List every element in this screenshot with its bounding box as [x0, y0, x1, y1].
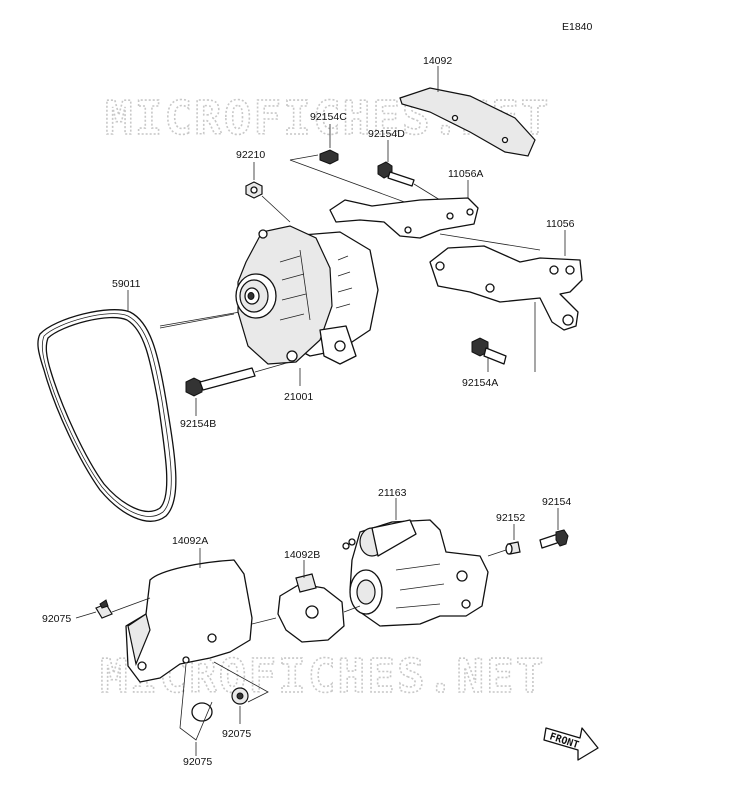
bolt-92154b[interactable]: [185, 361, 291, 416]
bolt-92154a[interactable]: [471, 302, 536, 372]
bolt-92154[interactable]: [539, 508, 569, 549]
cover-14092a[interactable]: [125, 548, 277, 683]
label-11056a[interactable]: 11056A: [448, 168, 483, 180]
grommet-92075-bottom[interactable]: [179, 663, 213, 756]
nut-92210[interactable]: [245, 162, 291, 223]
label-92210[interactable]: 92210: [236, 149, 265, 161]
label-21001[interactable]: 21001: [284, 391, 313, 403]
label-14092a[interactable]: 14092A: [172, 535, 208, 547]
label-92154[interactable]: 92154: [542, 496, 571, 508]
label-14092b[interactable]: 14092B: [284, 549, 320, 561]
label-92154a[interactable]: 92154A: [462, 377, 498, 389]
label-92154d[interactable]: 92154D: [368, 128, 405, 140]
label-59011[interactable]: 59011: [112, 278, 141, 290]
diagram-code: E1840: [562, 21, 593, 33]
grommet-92075-right[interactable]: [213, 661, 269, 724]
label-92152[interactable]: 92152: [496, 512, 525, 524]
starter-21163[interactable]: [342, 498, 489, 627]
label-14092[interactable]: 14092: [423, 55, 452, 67]
bushing-92152[interactable]: [487, 524, 521, 557]
clip-92075-left[interactable]: [75, 597, 151, 619]
belt-59011[interactable]: [37, 290, 241, 522]
bolt-92154d[interactable]: [377, 140, 441, 201]
label-92075-right[interactable]: 92075: [222, 728, 251, 740]
cover-14092[interactable]: [399, 66, 536, 157]
label-92154b[interactable]: 92154B: [180, 418, 216, 430]
bracket-11056a[interactable]: [329, 180, 479, 239]
bracket-11056[interactable]: [429, 230, 583, 331]
label-92075-bottom[interactable]: 92075: [183, 756, 212, 768]
label-92075-left[interactable]: 92075: [42, 613, 71, 625]
label-92154c[interactable]: 92154C: [310, 111, 347, 123]
front-direction-arrow: FRONT: [543, 727, 599, 761]
alternator-21001[interactable]: [159, 225, 379, 386]
label-21163[interactable]: 21163: [378, 487, 407, 499]
label-11056[interactable]: 11056: [546, 218, 575, 230]
cap-14092b[interactable]: [277, 560, 361, 643]
